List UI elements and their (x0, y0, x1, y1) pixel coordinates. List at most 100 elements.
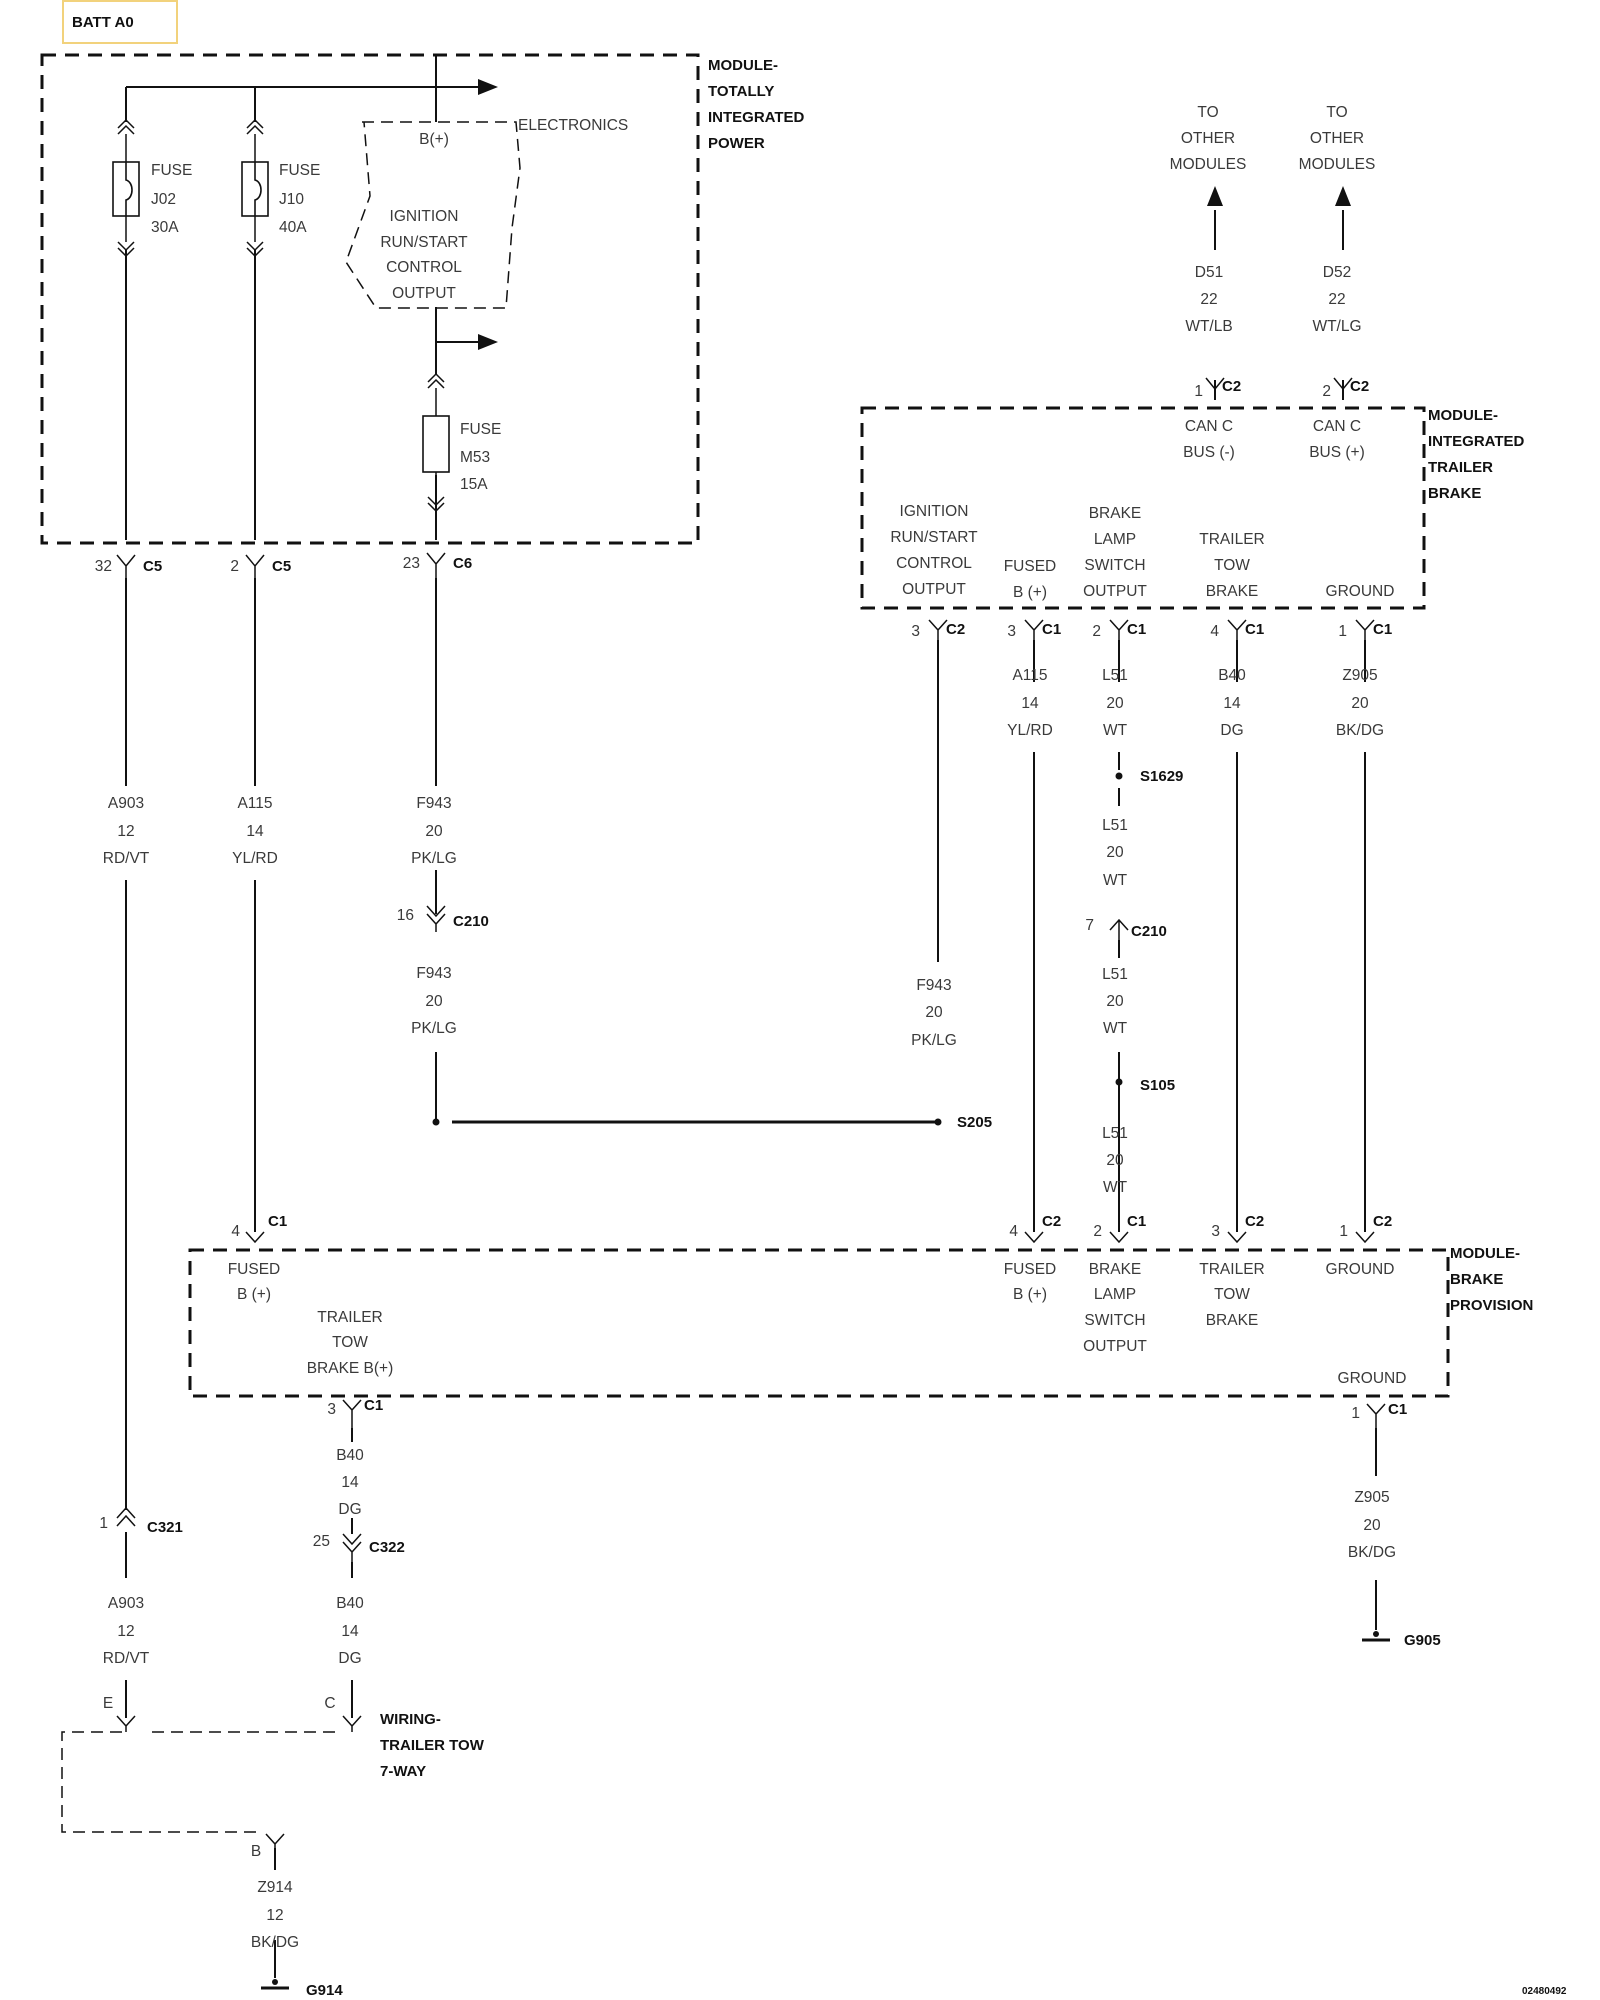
wire-f943-1-1: F943 (416, 795, 451, 812)
electronics-label: ELECTRONICS (518, 117, 628, 134)
schematic-stroke (116, 554, 136, 578)
tip-ign-3: CONTROL (386, 259, 462, 276)
conn-c6: C6 (453, 555, 472, 572)
wire-d52-2: 22 (1328, 291, 1345, 308)
itb-can-plus-2: BUS (+) (1309, 444, 1365, 461)
tip-ign-2: RUN/START (380, 234, 468, 251)
wire-l51-2-2: 20 (1106, 844, 1124, 861)
conn-c321: C321 (147, 1519, 183, 1536)
wire-f943-1-3: PK/LG (411, 850, 457, 867)
electronics-block-outline (345, 121, 521, 309)
fuse-m53-3: 15A (460, 476, 488, 493)
wire-b40-top-2: 14 (1223, 695, 1241, 712)
schematic-stroke (342, 1399, 362, 1428)
schematic-stroke (1373, 1631, 1379, 1637)
tip-ign-4: OUTPUT (392, 285, 456, 302)
schematic-stroke (1109, 619, 1129, 640)
module-itb-title-2: INTEGRATED (1428, 433, 1525, 450)
bp-fused-left-1: FUSED (228, 1261, 281, 1278)
pin-bp-c1-2: 2 (1093, 1223, 1102, 1240)
module-tip-title-2: TOTALLY (708, 83, 774, 100)
wire-z905-low-2: 20 (1363, 1517, 1381, 1534)
wire-d51-3: WT/LB (1185, 318, 1232, 335)
to-other-1a: TO (1197, 104, 1218, 121)
schematic-stroke (1227, 1231, 1247, 1244)
wire-a903-top-3: RD/VT (103, 850, 150, 867)
conn-bp-c2-1: C2 (1373, 1213, 1392, 1230)
schematic-stroke (1115, 772, 1123, 780)
bp-trailer-tow-2: TOW (1214, 1286, 1250, 1303)
schematic-stroke (125, 162, 133, 216)
module-bp-title-1: MODULE- (1450, 1245, 1520, 1262)
pin-itb-c1-1: 1 (1338, 623, 1347, 640)
schematic-stroke (1355, 619, 1375, 640)
schematic-stroke (342, 1715, 362, 1732)
module-tip-title-4: POWER (708, 135, 765, 152)
document-id: 02480492 (1522, 1986, 1567, 1997)
wire-b40-mid-2: 14 (341, 1474, 359, 1491)
wire-l51-4-1: L51 (1102, 1125, 1128, 1142)
bp-brake-lamp-4: OUTPUT (1083, 1338, 1147, 1355)
pin-bp-c1-3: 3 (327, 1401, 336, 1418)
wire-f943-2-3: PK/LG (411, 1020, 457, 1037)
fuse-j10-2: J10 (279, 191, 304, 208)
conn-itb-c2-3: C2 (946, 621, 965, 638)
bp-ground-top: GROUND (1326, 1261, 1395, 1278)
bp-ground-bottom: GROUND (1338, 1370, 1407, 1387)
splice-s205: S205 (957, 1114, 992, 1131)
wire-a115-left-3: YL/RD (232, 850, 278, 867)
bp-tt-bplus-2: TOW (332, 1334, 368, 1351)
bp-fused-right-1: FUSED (1004, 1261, 1057, 1278)
wire-b40-low-3: DG (338, 1650, 361, 1667)
wire-f943-1-2: 20 (425, 823, 443, 840)
pin-itb-c1-3: 3 (1007, 623, 1016, 640)
schematic-stroke (1366, 1403, 1386, 1428)
fuse-j02-1: FUSE (151, 162, 192, 179)
bp-tt-bplus-3: BRAKE B(+) (307, 1360, 394, 1377)
splice-s1629: S1629 (1140, 768, 1183, 785)
schematic-stroke (265, 1833, 285, 1848)
itb-brake-lamp-4: OUTPUT (1083, 583, 1147, 600)
pin-itb-c2-1: 1 (1194, 383, 1203, 400)
bp-brake-lamp-2: LAMP (1094, 1286, 1136, 1303)
wire-d52-1: D52 (1323, 264, 1351, 281)
wire-a903-low-1: A903 (108, 1595, 144, 1612)
wire-z905-top-1: Z905 (1342, 667, 1377, 684)
bp-fused-right-2: B (+) (1013, 1286, 1047, 1303)
wire-z914-2: 12 (266, 1907, 283, 1924)
bp-tt-bplus-1: TRAILER (317, 1309, 382, 1326)
schematic-stroke (1333, 377, 1353, 391)
schematic-stroke (426, 552, 446, 578)
pin-tow-e: E (103, 1695, 113, 1712)
module-bp-outline (188, 1248, 1450, 1398)
conn-c210-a: C210 (453, 913, 489, 930)
tip-ign-1: IGNITION (390, 208, 459, 225)
schematic-stroke (1024, 619, 1044, 640)
pin-itb-c2-2: 2 (1322, 383, 1331, 400)
wire-l51-3-2: 20 (1106, 993, 1124, 1010)
wire-l51-1-1: L51 (1102, 667, 1128, 684)
bp-trailer-tow-1: TRAILER (1199, 1261, 1264, 1278)
module-bp-title-3: PROVISION (1450, 1297, 1533, 1314)
itb-brake-lamp-1: BRAKE (1089, 505, 1142, 522)
schematic-stroke (478, 334, 498, 350)
conn-bp-c1-4: C1 (268, 1213, 287, 1230)
ground-g914: G914 (306, 1982, 343, 1999)
itb-ign-4: OUTPUT (902, 581, 966, 598)
schematic-stroke (342, 1533, 362, 1562)
itb-fused-1: FUSED (1004, 558, 1057, 575)
to-other-1b: OTHER (1181, 130, 1235, 147)
conn-itb-c1-2: C1 (1127, 621, 1146, 638)
pin-tow-c: C (324, 1695, 335, 1712)
wire-l51-2-3: WT (1103, 872, 1128, 889)
wire-l51-3-1: L51 (1102, 966, 1128, 983)
pin-bp-c1-1: 1 (1351, 1405, 1360, 1422)
schematic-stroke (1115, 1078, 1123, 1086)
schematic-stroke (117, 241, 135, 258)
pin-c322-25: 25 (313, 1533, 330, 1550)
pin-bp-c2-3: 3 (1211, 1223, 1220, 1240)
itb-ign-2: RUN/START (890, 529, 978, 546)
pin-bp-c1-4: 4 (231, 1223, 240, 1240)
